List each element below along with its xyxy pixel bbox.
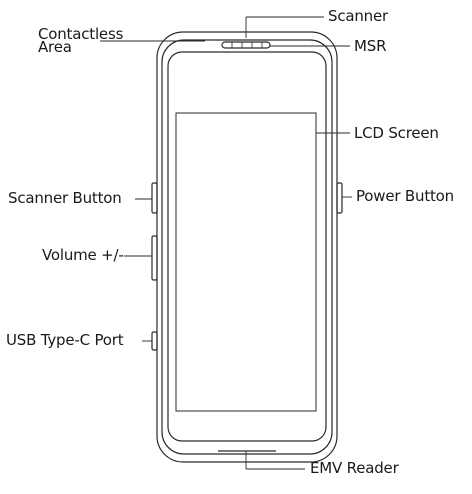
volume-button-shape bbox=[151, 235, 158, 281]
label-contactless-area-line2: Area bbox=[38, 38, 72, 56]
label-scanner-button: Scanner Button bbox=[8, 189, 122, 207]
label-usb-type-c-port: USB Type-C Port bbox=[6, 331, 124, 349]
label-emv-reader: EMV Reader bbox=[310, 459, 399, 477]
lcd-screen bbox=[175, 112, 317, 412]
label-msr: MSR bbox=[354, 37, 387, 55]
device-outer-shell bbox=[156, 31, 338, 463]
scanner-button-shape bbox=[151, 182, 158, 214]
scanner-window bbox=[221, 41, 271, 49]
label-lcd-screen: LCD Screen bbox=[354, 124, 439, 142]
label-contactless-area-line1: Contactless bbox=[38, 25, 124, 43]
label-volume: Volume +/- bbox=[42, 246, 124, 264]
device-inner-shell bbox=[161, 39, 333, 455]
usb-port-shape bbox=[151, 331, 158, 351]
label-scanner: Scanner bbox=[328, 7, 388, 25]
label-power-button: Power Button bbox=[356, 187, 454, 205]
power-button-shape bbox=[336, 182, 343, 214]
device-bezel bbox=[167, 51, 327, 442]
